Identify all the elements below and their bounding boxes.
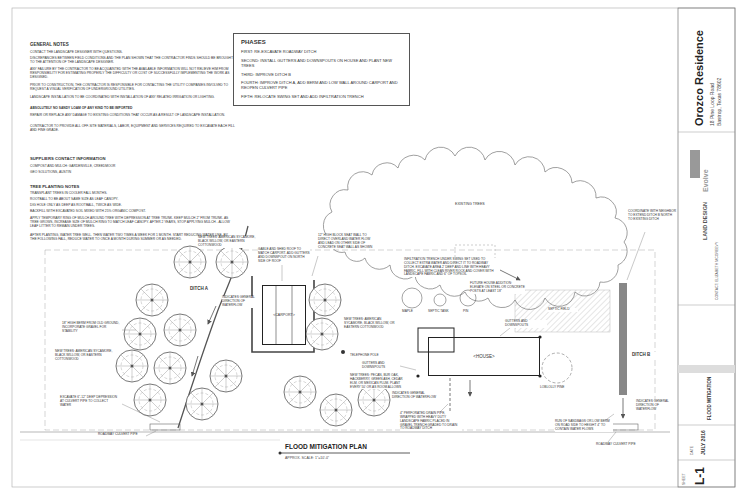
plan-note: INDICATES GENERAL DIRECTION OF WATERFLOW bbox=[222, 296, 264, 308]
plan-note: CONTRACTOR TO PROVIDE ALL OFF-SITE MATER… bbox=[30, 125, 235, 133]
plan-note: NEW TREES: AMERICAN SYCAMORE, BLACK WILL… bbox=[344, 318, 399, 330]
plan-note: 4" PERFORATED DRAIN PIPE, WRAPPED WITH H… bbox=[400, 412, 462, 431]
plan-note: INDICATES GENERAL DIRECTION OF WATERFLOW bbox=[392, 392, 437, 400]
carport-box: <CARPORT> bbox=[262, 285, 306, 345]
plan-note: GUTTERS AND DOWNSPOUTS bbox=[505, 320, 547, 328]
plan-note: DATE bbox=[690, 446, 694, 455]
plan-note: ABSOLUTELY NO SANDY LOAM OF ANY KIND TO … bbox=[30, 107, 235, 111]
plan-title: FLOOD MITIGATION PLAN bbox=[285, 443, 415, 451]
plan-note: REPAIR OR REPLACE ANY DAMAGE TO EXISTING… bbox=[30, 114, 235, 118]
plan-note: COMPOST AND MULCH: GARDENVILLE, CREEDMOO… bbox=[30, 165, 235, 169]
plan-note: RUN OF SANDBAGS OR LOW BERM ON ROAD SIDE… bbox=[555, 420, 613, 432]
plan-note: GUTTERS AND DOWNSPOUTS bbox=[362, 362, 400, 370]
plan-note: 12" HIGH BLOCK SEAT WALL TO DIRECT OVERL… bbox=[318, 234, 376, 249]
plan-note: LANDSCAPE INSTALLATION TO BE COORDINATED… bbox=[30, 96, 235, 100]
plan-note: NEW TREES: AMERICAN SYCAMORE, BLACK WILL… bbox=[198, 236, 256, 248]
plan-note: SHEET bbox=[682, 473, 686, 485]
node-text: FIFTH: RELOCATE SWING SET AND ADD INFILT… bbox=[241, 95, 402, 100]
plan-note: Bastrop, Texas 78602 bbox=[716, 78, 722, 126]
plan-note: JULY 2016 bbox=[700, 430, 706, 455]
plan-note: TELEPHONE POLE bbox=[350, 354, 390, 358]
plan-note: DIG HOLE ONLY AS DEEP AS ROOTBALL, TWICE… bbox=[30, 204, 235, 208]
node-text: SECOND: INSTALL GUTTERS AND DOWNSPOUTS O… bbox=[241, 59, 402, 69]
plan-note: DISCREPANCIES BETWEEN FIELD CONDITIONS A… bbox=[30, 57, 235, 65]
plan-note: LAND DESIGN bbox=[702, 202, 709, 240]
plan-note: 18 Pine Loop Road bbox=[709, 83, 715, 126]
plan-note: GABLE AND SHED ROOF TO MATCH CARPORT. AD… bbox=[258, 248, 310, 263]
plan-note: NEW TREES: AMERICAN SYCAMORE, BLACK WILL… bbox=[55, 350, 113, 362]
plan-note: PIN bbox=[463, 310, 475, 314]
node-text: <HOUSE> bbox=[473, 354, 494, 359]
plan-note: INDICATES GENERAL DIRECTION OF WATERFLOW bbox=[636, 400, 676, 412]
plan-note: PRIOR TO CONSTRUCTION, THE CONTRACTOR IS… bbox=[30, 84, 235, 92]
plan-note: COORDINATE WITH NEIGHBOR TO EXTEND DITCH… bbox=[628, 210, 676, 222]
plan-note: APPLY TEMPORARY RING OF MULCH AROUND TRE… bbox=[30, 217, 235, 229]
plan-note: GENERAL NOTES bbox=[30, 42, 180, 47]
plan-note: ROOTBALL TO BE ABOUT SAME SIZE AS LEAF C… bbox=[30, 198, 235, 202]
plan-note: DITCH B bbox=[632, 352, 662, 357]
plan-note: 18" HIGH BERM FROM OLD GROUND, INCORPORA… bbox=[62, 322, 120, 334]
node-text: <CARPORT> bbox=[273, 313, 295, 317]
plan-note: ROADWAY CULVERT PIPE bbox=[98, 433, 146, 437]
plan-note: SEPTIC FIELD bbox=[548, 308, 578, 312]
node-text: FIRST: RE-EXCAVATE ROADWAY DITCH bbox=[241, 50, 402, 55]
plan-note: Evolve bbox=[702, 169, 710, 192]
plan-note: TREE PLANTING NOTES bbox=[30, 184, 180, 189]
house-box: <HOUSE> bbox=[428, 337, 540, 376]
plan-note: MAPLE bbox=[402, 310, 422, 314]
plan-note: BACKFILL WITH EXCAVATED SOIL MIXED WITH … bbox=[30, 210, 235, 214]
plan-note: TRANSPLANT TREES IN COOLER FALL MONTHS. bbox=[30, 192, 235, 196]
plan-note: FLOOD MITIGATION bbox=[707, 377, 712, 420]
plan-note: EXCAVATE 6"-12" DEEP DEPRESSION AT CULVE… bbox=[60, 396, 120, 408]
plan-note: NEW TREES: PECAN, BUR OAK, HACKBERRY, GR… bbox=[350, 374, 406, 389]
plan-note: SEPTIC TANK bbox=[428, 310, 452, 314]
plan-note: ANY FAILURE BY THE CONTRACTOR TO BE ACQU… bbox=[30, 68, 235, 80]
node-text: THIRD: IMPROVE DITCH B bbox=[241, 73, 402, 78]
plan-note: CONTACT THE LANDSCAPE DESIGNER WITH QUES… bbox=[30, 51, 235, 55]
plan-note: EXISTING TREES bbox=[455, 202, 505, 206]
plan-note: SUPPLIERS CONTACT INFORMATION bbox=[30, 156, 180, 161]
plan-note: FUTURE HOUSE ADDITION: ELEVATE ON STEEL … bbox=[470, 282, 525, 294]
phases-heading: PHASES bbox=[241, 39, 402, 46]
plan-note: LOBLOLLY PINE bbox=[540, 386, 572, 390]
plan-scale: APPROX. SCALE: 1"=10'-0" bbox=[285, 456, 375, 460]
phases-box: PHASES FIRST: RE-EXCAVATE ROADWAY DITCH SE… bbox=[233, 33, 410, 106]
plan-note: L-1 bbox=[693, 467, 707, 485]
plan-note: Orozco Residence bbox=[693, 30, 706, 126]
plan-note: GEO SOLUTIONS, AUSTIN bbox=[30, 171, 235, 175]
plan-note: DITCH A bbox=[190, 286, 220, 291]
node-text: FOURTH: IMPROVE DITCH A, ADD BERM AND LO… bbox=[241, 81, 402, 91]
plan-note: INFILTRATION TRENCH UNDER SWING SET USED… bbox=[404, 258, 496, 277]
plan-note: CONTACT: ELIZABETH MCGREEVY bbox=[715, 242, 719, 300]
plan-note: ROADWAY CULVERT PIPE bbox=[596, 443, 644, 447]
